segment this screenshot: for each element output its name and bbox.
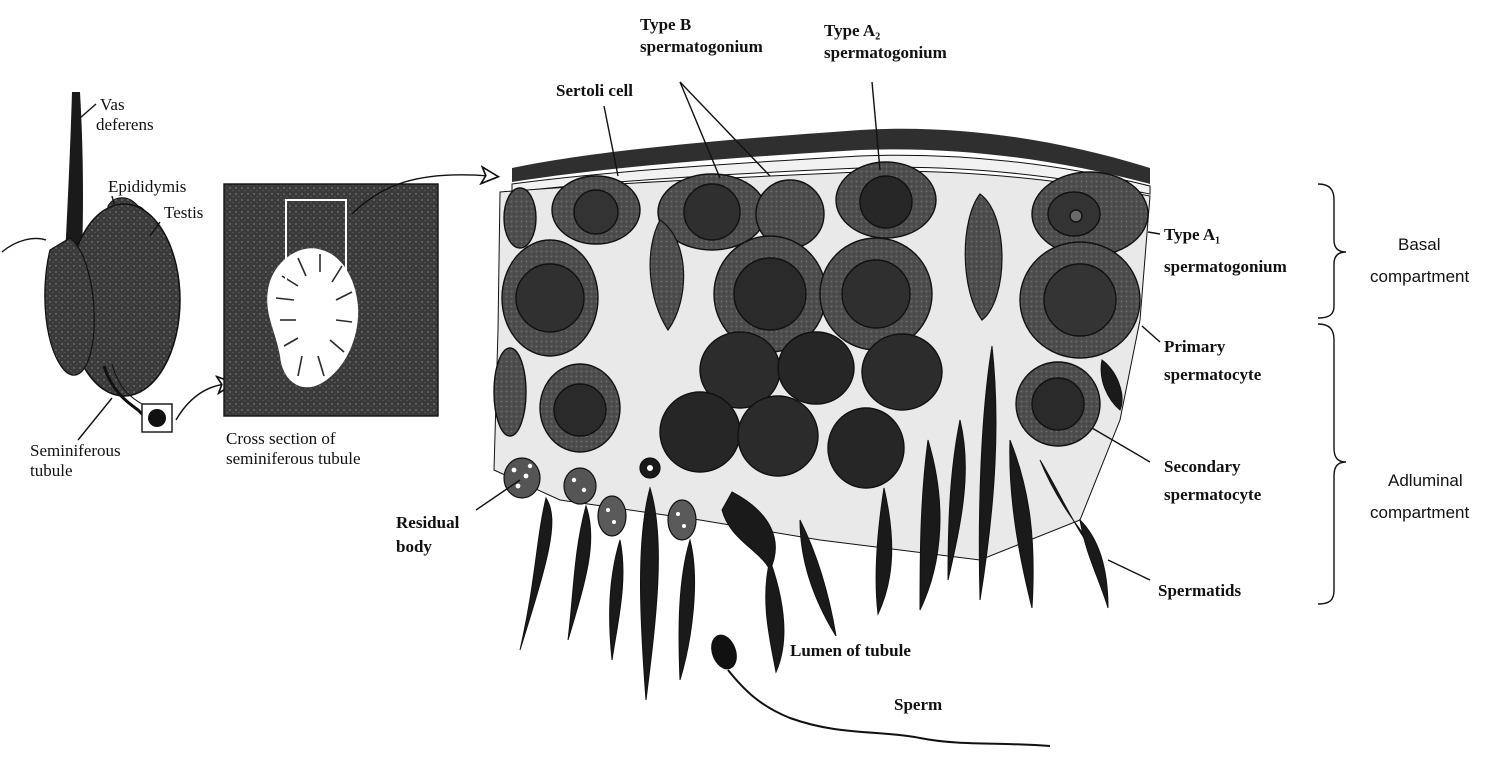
label-type-b-1: Type B: [640, 15, 691, 34]
label-type-b-2: spermatogonium: [640, 37, 763, 56]
label-type-a1-1: Type A₁: [1164, 225, 1220, 244]
testis-drawing: [2, 92, 226, 432]
label-residual-body-1: Residual: [396, 513, 460, 532]
label-spermatids: Spermatids: [1158, 581, 1242, 600]
label-secondary-spermatocyte-2: spermatocyte: [1164, 485, 1262, 504]
label-type-a2-1: Type A₂: [824, 21, 880, 40]
label-epididymis: Epididymis: [108, 177, 186, 196]
label-sperm: Sperm: [894, 695, 942, 714]
label-vas-deferens-2: deferens: [96, 115, 154, 134]
label-type-a1-2: spermatogonium: [1164, 257, 1287, 276]
label-vas-deferens-1: Vas: [100, 95, 125, 114]
adluminal-bracket: [1318, 324, 1346, 604]
label-secondary-spermatocyte-1: Secondary: [1164, 457, 1241, 476]
label-adluminal-2: compartment: [1370, 503, 1469, 522]
label-cross-section-1: Cross section of: [226, 429, 336, 448]
label-lumen-of-tubule: Lumen of tubule: [790, 641, 911, 660]
label-seminiferous-tubule-2: tubule: [30, 461, 73, 480]
label-sertoli-cell: Sertoli cell: [556, 81, 633, 100]
label-basal-2: compartment: [1370, 267, 1469, 286]
label-adluminal-1: Adluminal: [1388, 471, 1463, 490]
label-seminiferous-tubule-1: Seminiferous: [30, 441, 121, 460]
label-type-a2-2: spermatogonium: [824, 43, 947, 62]
label-basal-1: Basal: [1398, 235, 1441, 254]
label-testis: Testis: [164, 203, 203, 222]
label-primary-spermatocyte-1: Primary: [1164, 337, 1226, 356]
label-residual-body-2: body: [396, 537, 432, 556]
basal-bracket: [1318, 184, 1346, 318]
label-cross-section-2: seminiferous tubule: [226, 449, 361, 468]
cross-section-panel: [224, 184, 438, 416]
label-primary-spermatocyte-2: spermatocyte: [1164, 365, 1262, 384]
